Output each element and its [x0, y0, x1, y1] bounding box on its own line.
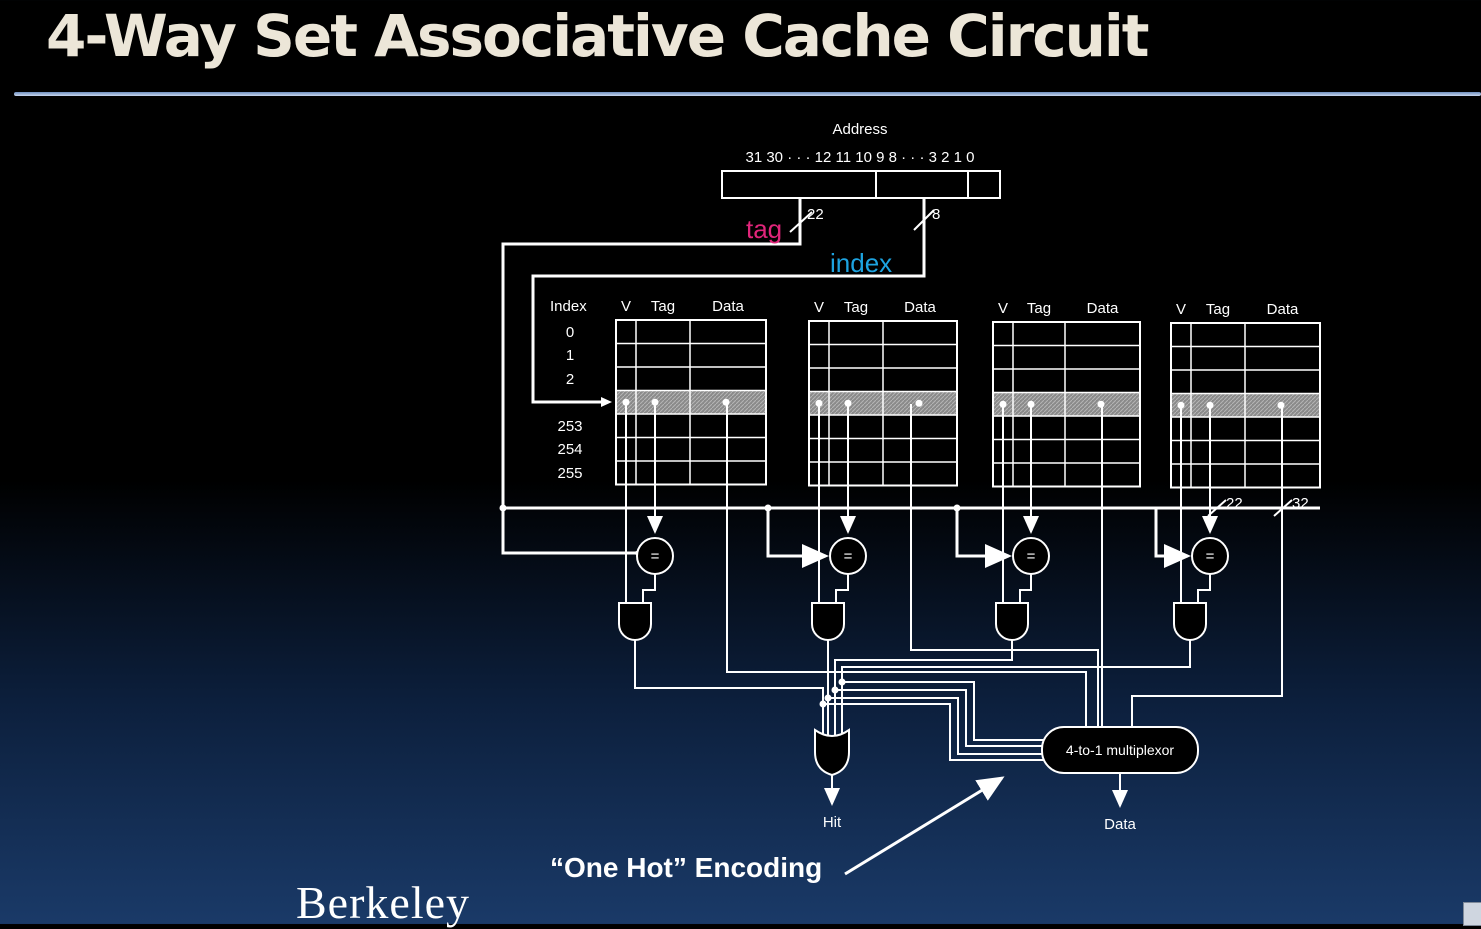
tag-bus-tap — [1154, 508, 1191, 568]
comparator-output-line — [1019, 574, 1032, 604]
column-header-data: Data — [1087, 300, 1119, 317]
tag-bus-tap — [766, 508, 829, 568]
comparator-output-line — [1197, 574, 1211, 604]
cache-way-3: V Tag Data = — [955, 300, 1141, 641]
tag-output-width: 22 — [1226, 495, 1243, 512]
tag-width-slash — [789, 211, 813, 233]
index-row-label: 2 — [566, 371, 574, 388]
index-row-label: 255 — [557, 465, 582, 482]
index-column-header: Index — [550, 298, 587, 315]
row-tap-dot — [1177, 401, 1185, 409]
column-header-v: V — [621, 298, 631, 315]
or-gate — [814, 728, 850, 777]
column-header-tag: Tag — [651, 298, 675, 315]
column-header-tag: Tag — [844, 299, 868, 316]
address-label: Address — [832, 121, 887, 138]
index-row-label: 1 — [566, 347, 574, 364]
index-width-slash — [913, 209, 935, 231]
data-output-width: 32 — [1292, 495, 1309, 512]
selected-set-row — [993, 392, 1140, 416]
column-header-v: V — [1176, 301, 1186, 318]
way-table-frame — [992, 321, 1141, 488]
comparator-symbol: = — [651, 548, 660, 565]
data-to-mux-wiring — [726, 404, 1283, 727]
comparator-symbol: = — [844, 548, 853, 565]
title-divider — [14, 92, 1481, 96]
cache-way-4: V Tag Data = — [1154, 301, 1321, 641]
hit-output-label: Hit — [823, 814, 842, 831]
column-header-v: V — [998, 300, 1008, 317]
column-header-data: Data — [1267, 301, 1299, 318]
and-gate — [618, 602, 652, 641]
junction-dots — [499, 504, 961, 708]
index-row-label: 0 — [566, 324, 574, 341]
data-output-label: Data — [1104, 816, 1136, 833]
row-tap-dot — [1027, 400, 1035, 408]
corner-icon — [1463, 902, 1481, 926]
selected-set-row — [616, 390, 766, 414]
column-header-data: Data — [904, 299, 936, 316]
tag-width-label: 22 — [807, 206, 824, 223]
index-arrowhead — [601, 397, 612, 407]
column-header-tag: Tag — [1027, 300, 1051, 317]
cache-way-2: V Tag Data = — [766, 299, 958, 641]
column-header-tag: Tag — [1206, 301, 1230, 318]
callout-arrow — [844, 776, 1005, 876]
row-tap-dot — [622, 398, 630, 406]
row-tap-dot — [915, 399, 923, 407]
index-bus — [531, 198, 926, 404]
index-field-label: index — [830, 248, 892, 278]
index-row-label: 253 — [557, 418, 582, 435]
row-tap-dot — [815, 399, 823, 407]
index-row-labels: 0 1 2 253 254 255 — [557, 324, 582, 482]
one-hot-encoding-callout: “One Hot” Encoding — [550, 852, 823, 883]
column-header-data: Data — [712, 298, 744, 315]
index-row-label: 254 — [557, 441, 582, 458]
multiplexor-label: 4-to-1 multiplexor — [1066, 742, 1174, 758]
comparator-symbol: = — [1027, 548, 1036, 565]
row-tap-dot — [844, 399, 852, 407]
address-register — [721, 170, 1001, 199]
row-tap-dot — [651, 398, 659, 406]
column-header-v: V — [814, 299, 824, 316]
address-bit-positions: 31 30 · · · 12 11 10 9 8 · · · 3 2 1 0 — [745, 149, 974, 166]
tag-field-label: tag — [746, 214, 782, 244]
hit-logic-wiring — [634, 640, 1191, 761]
comparator-output-line — [642, 574, 656, 604]
comparator-output-line — [835, 574, 849, 604]
way-table-frame — [615, 319, 767, 486]
cache-way-1: V Tag Data = — [615, 298, 767, 641]
berkeley-logo: Berkeley — [296, 877, 471, 928]
and-gate — [811, 602, 845, 641]
cache-ways: V Tag Data = V Tag Data = V Tag Data = V Tag Data = — [615, 298, 1321, 641]
and-gate — [995, 602, 1029, 641]
row-tap-dot — [1206, 401, 1214, 409]
tag-output-slash — [1207, 499, 1227, 517]
tag-bus-tap — [955, 508, 1012, 568]
row-tap-dot — [999, 400, 1007, 408]
and-gate — [1173, 602, 1207, 641]
comparator-symbol: = — [1206, 548, 1215, 565]
slide-title: 4-Way Set Associative Cache Circuit — [46, 2, 1149, 70]
index-width-label: 8 — [932, 206, 940, 223]
